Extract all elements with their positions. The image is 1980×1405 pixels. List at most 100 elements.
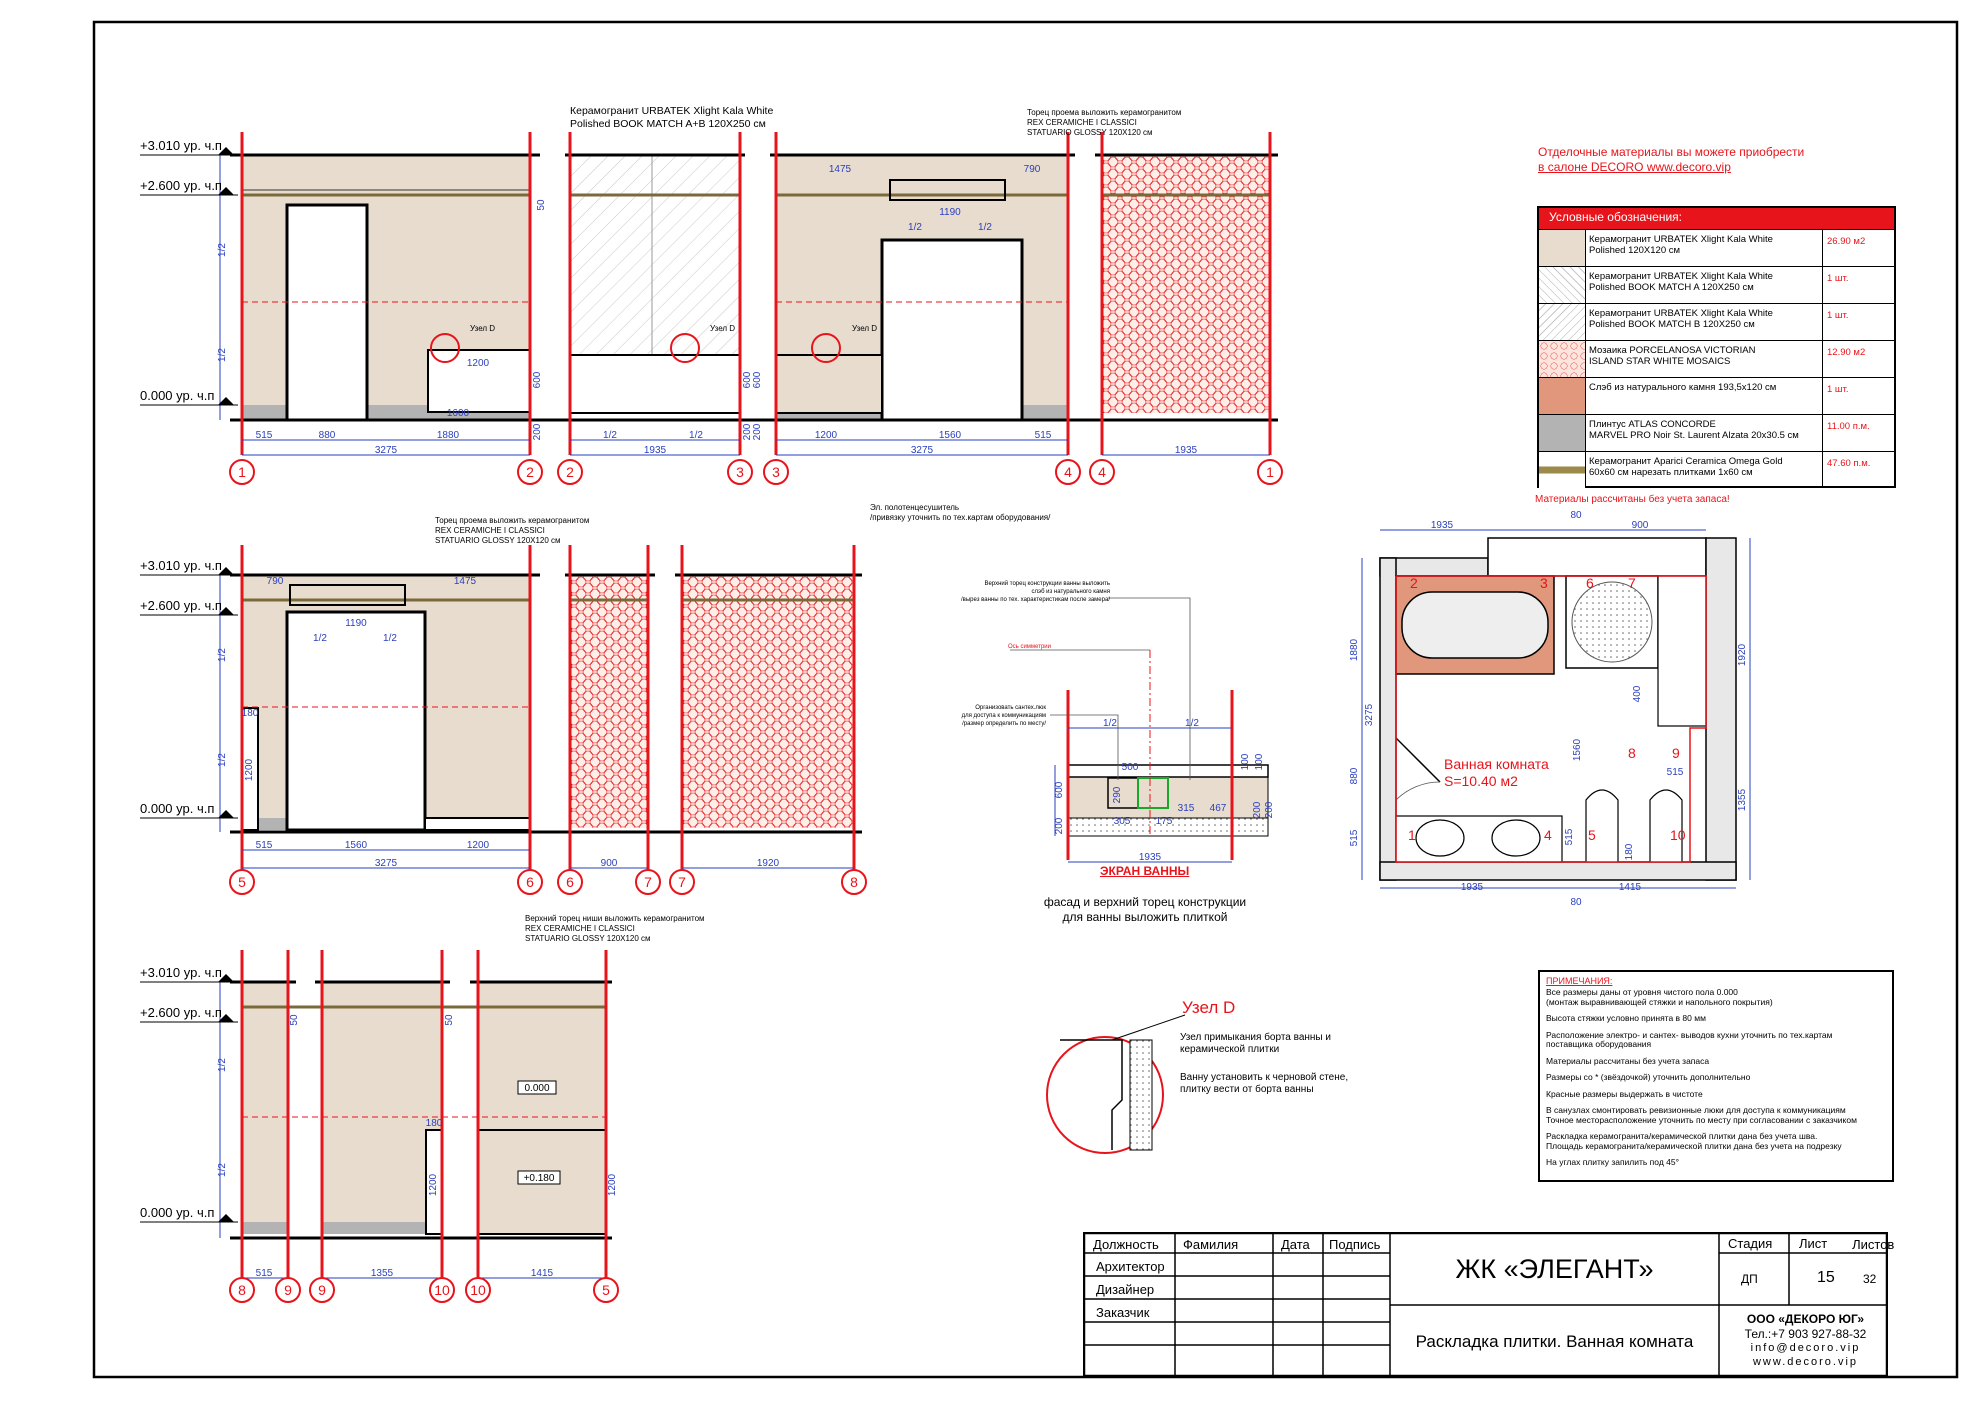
plan-point-label: 9 [1672, 745, 1680, 761]
level-markers: +3.010 ур. ч.п +2.600 ур. ч.п 0.000 ур. ч.… [140, 138, 238, 1223]
level-marker: +3.010 ур. ч.п [140, 558, 238, 576]
note-line: Расположение электро- и сантех- выводов … [1546, 1029, 1833, 1040]
dimension-label: 1/2 [217, 753, 228, 767]
plan-point-label: 1 [1408, 827, 1416, 843]
dimension-label: 1600 [447, 408, 470, 419]
tb-header-name: Фамилия [1183, 1237, 1239, 1252]
note-line: (монтаж выравнивающей стяжки и напольног… [1546, 996, 1773, 1007]
dimension-label: 900 [1632, 520, 1649, 531]
dimension-label: 1/2 [689, 430, 703, 441]
callout-line: Торец проема выложить керамогранитом [435, 516, 590, 525]
dimension-label: 3275 [911, 445, 934, 456]
legend-swatch [1539, 452, 1586, 488]
level-label: 0.000 ур. ч.п [140, 1205, 214, 1220]
note-item: Материалы рассчитаны без учета запаса [1546, 1055, 1886, 1067]
callout-top-center: Керамогранит URBATEK Xlight Kala White P… [570, 105, 773, 131]
uzel-d-title: Узел D [1182, 998, 1236, 1017]
legend-swatch [1539, 341, 1586, 377]
tb-sheet: 15 [1817, 1269, 1835, 1286]
dimension-label: 1935 [1175, 445, 1198, 456]
dimension-label: 1920 [757, 858, 780, 869]
dimension-label: 1935 [1139, 852, 1162, 863]
promo-line: Отделочные материалы вы можете приобрест… [1538, 145, 1805, 159]
dimension-label: 1/2 [217, 1058, 228, 1072]
note-item: Размеры со * (звёздочкой) уточнить допол… [1546, 1072, 1886, 1083]
legend-text-line: Керамогранит Aparici Ceramica Omega Gold [1589, 456, 1783, 467]
legend-qty: 47.60 п.м. [1827, 458, 1871, 469]
dimension-label: 1/2 [908, 222, 922, 233]
note-line: Раскладка керамогранита/керамической пли… [1546, 1131, 1818, 1141]
dimension-label: 515 [256, 840, 273, 851]
axis-label: 1 [238, 464, 246, 480]
axis-bubble: 1 [1257, 459, 1283, 485]
dimension-label: 1/2 [313, 633, 327, 644]
company-site[interactable]: www.decoro.vip [1752, 1356, 1859, 1368]
axis-label: 1 [1266, 464, 1274, 480]
legend-text: Керамогранит Aparici Ceramica Omega Gold… [1586, 452, 1823, 488]
callout-bath-axis: Ось симметрии [1008, 644, 1051, 650]
room-area: S=10.40 м2 [1444, 773, 1518, 789]
axis-label: 5 [602, 1282, 610, 1298]
dimension-label: 180 [242, 708, 259, 719]
callout-line: /размер определить по месту/ [962, 721, 1046, 727]
legend-title: Условные обозначения: [1539, 208, 1894, 229]
axis-bubble: 10 [465, 1277, 491, 1303]
note-line: Высота стяжки условно принята в 80 мм [1546, 1013, 1706, 1023]
axis-bubble: 2 [517, 459, 543, 485]
dimension-label: 1/2 [383, 633, 397, 644]
axis-bubble: 5 [229, 869, 255, 895]
level-marker: +2.600 ур. ч.п [140, 598, 238, 616]
dimension-label: 200 [752, 423, 763, 440]
note-line: Точное месторасположение уточнить по мес… [1546, 1114, 1857, 1125]
legend-qty: 12.90 м2 [1827, 347, 1866, 358]
note-line: поставщика оборудования [1546, 1039, 1652, 1049]
callout-line: /привязку уточнить по тех.картам оборудо… [870, 513, 1051, 522]
note-item: Красные размеры выдержать в чистоте [1546, 1089, 1886, 1100]
plan-point-label: 7 [1628, 575, 1636, 591]
dimension-label: 515 [256, 1268, 273, 1279]
callout-line: STATUARIO GLOSSY 120Х120 см [525, 934, 651, 943]
level-marker: 0.000 ур. ч.п [140, 801, 238, 819]
axis-label: 8 [850, 874, 858, 890]
legend-swatch [1539, 378, 1586, 414]
note-item: Все размеры даны от уровня чистого пола … [1546, 987, 1886, 1007]
tb-header-date: Дата [1281, 1237, 1310, 1252]
level-marker: +2.600 ур. ч.п [140, 178, 238, 196]
tb-role-architect: Архитектор [1096, 1259, 1165, 1274]
company-email[interactable]: info@decoro.vip [1750, 1342, 1861, 1354]
note-line: плитку вести от борта ванны [1180, 1084, 1314, 1095]
callout-line: слэб из натурального камня [1031, 589, 1111, 595]
promo-link[interactable]: в салоне DECORO www.decoro.vip [1538, 160, 1731, 174]
axis-bubble: 10 [429, 1277, 455, 1303]
dimension-label: 100 [1254, 753, 1265, 770]
title-block: Должность Фамилия Дата Подпись Архитекто… [1083, 1232, 1894, 1377]
uzel-d-text1: Узел примыкания борта ванны и керамическ… [1180, 1032, 1331, 1056]
dimension-label: 1200 [815, 430, 838, 441]
tb-role-customer: Заказчик [1096, 1305, 1150, 1320]
uzel-d-text2: Ванну установить к черновой стене, плитк… [1180, 1072, 1348, 1096]
dimension-label: 200 [532, 423, 543, 440]
callout-mid-left: Торец проема выложить керамогранитом REX… [435, 516, 589, 546]
axis-bubble: 9 [275, 1277, 301, 1303]
legend-swatch [1539, 267, 1586, 303]
callout-line: для доступа к коммуникациям [961, 713, 1046, 719]
bathroom-plan [1361, 529, 1751, 889]
dimension-label: 1200 [607, 1173, 618, 1196]
plan-point-label: 3 [1540, 575, 1548, 591]
legend-text-line: Polished BOOK MATCH A 120X250 см [1589, 282, 1754, 293]
dimension-label: 1935 [1461, 882, 1484, 893]
dimension-label: 1475 [454, 576, 477, 587]
level-marker: 0.000 ур. ч.п [140, 1205, 238, 1223]
legend-footnote: Материалы рассчитаны без учета запаса! [1535, 494, 1730, 505]
note-item: Раскладка керамогранита/керамической пли… [1546, 1131, 1886, 1151]
axis-bubble: 8 [841, 869, 867, 895]
dimension-label: 1475 [829, 164, 852, 175]
note-line: Материалы рассчитаны без учета запаса [1546, 1055, 1710, 1066]
dimension-label: 1415 [531, 1268, 554, 1279]
dimension-label: 1355 [1737, 788, 1748, 811]
dimension-label: 200 [742, 423, 753, 440]
callout-line: Эл. полотенцесушитель [870, 503, 960, 512]
